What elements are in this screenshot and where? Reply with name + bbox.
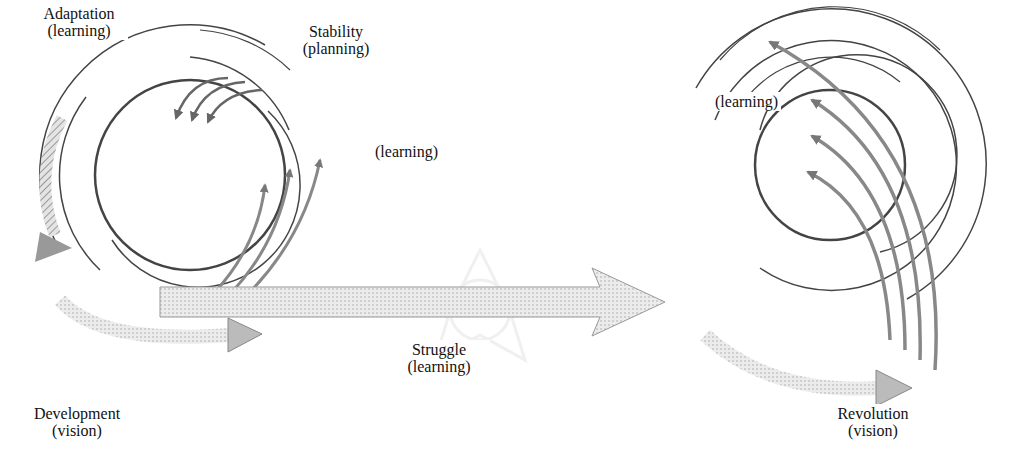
adaptation-arrowhead (35, 232, 72, 262)
cycle-label: Struggle (learning) (388, 340, 490, 376)
adaptation-band (45, 118, 62, 235)
development-arrowhead (228, 318, 262, 352)
revolution-band (705, 335, 880, 389)
struggle-arrow (160, 268, 665, 336)
revolution-arrowhead (876, 370, 912, 406)
learning-arrows (215, 160, 320, 292)
cycle-label: Development (vision) (18, 404, 136, 440)
left-cycle (40, 25, 300, 287)
cycle-label: Revolution (vision) (820, 404, 926, 440)
cycle-label: Stability (planning) (290, 22, 382, 58)
cycle-label: (learning) (372, 142, 441, 161)
right-cycle (696, 7, 986, 299)
cycle-label: Adaptation (learning) (30, 4, 128, 40)
stability-arrows (176, 78, 262, 122)
cycle-label: (learning) (712, 92, 781, 111)
learning-arrows (770, 42, 936, 370)
